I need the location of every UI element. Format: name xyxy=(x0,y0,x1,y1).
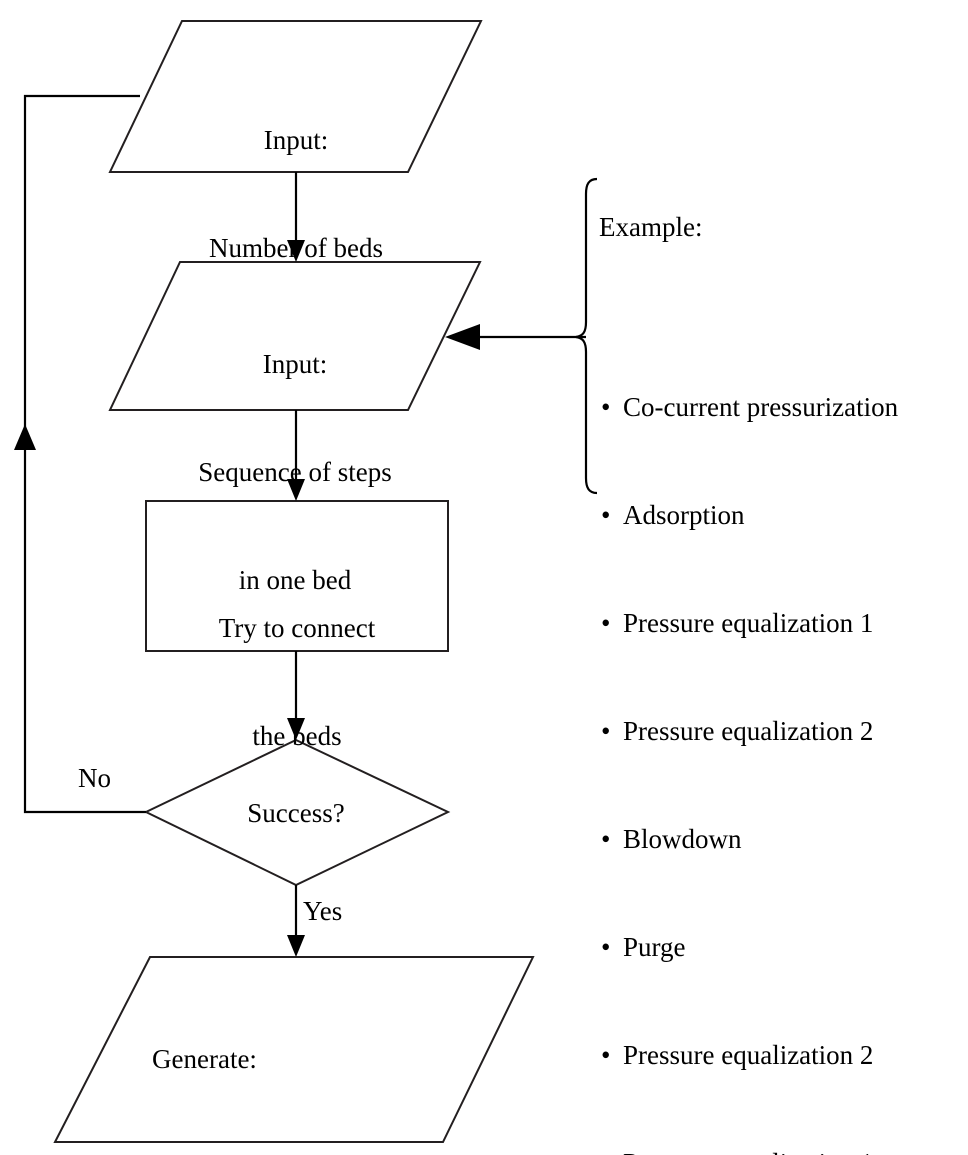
list-item: Pressure equalization 1 xyxy=(599,605,968,641)
node-input-sequence-line2: Sequence of steps xyxy=(198,457,392,487)
node-input-beds-line2: Number of beds xyxy=(209,233,383,263)
list-item: Adsorption xyxy=(599,497,968,533)
example-annotation: Example: Co-current pressurization Adsor… xyxy=(599,137,968,1155)
arrowhead-sequence-to-connect xyxy=(287,479,305,501)
list-item: Blowdown xyxy=(599,821,968,857)
arrowhead-beds-to-sequence xyxy=(287,240,305,262)
arrowhead-connect-to-decision xyxy=(287,718,305,740)
arrowhead-feedback-up xyxy=(14,424,36,450)
list-item: Pressure equalization 1 xyxy=(599,1145,968,1155)
example-heading: Example: xyxy=(599,212,703,242)
node-generate-shape xyxy=(53,956,535,1143)
node-connect-beds-line2: the beds xyxy=(252,721,342,751)
example-curly-brace xyxy=(575,177,598,495)
node-input-sequence-line3: in one bed xyxy=(238,565,352,595)
list-item: Pressure equalization 2 xyxy=(599,1037,968,1073)
edge-label-yes: Yes xyxy=(303,896,343,926)
list-item: Pressure equalization 2 xyxy=(599,713,968,749)
node-generate-heading: Generate: xyxy=(152,1044,257,1074)
arrowhead-example-to-sequence xyxy=(445,324,480,350)
list-item: Purge xyxy=(599,929,968,965)
node-input-beds-line1: Input: xyxy=(263,125,329,155)
node-decision-label: Success? xyxy=(247,798,345,828)
node-input-beds-shape xyxy=(108,20,483,173)
node-generate-label: Generate: Startup task Operate task Conf… xyxy=(150,968,510,1155)
node-connect-beds-shape xyxy=(145,500,449,652)
list-item: Co-current pressurization xyxy=(599,389,968,425)
node-connect-beds-label: Try to connect the beds xyxy=(146,538,448,826)
node-input-sequence-shape xyxy=(108,261,482,411)
node-connect-beds-line1: Try to connect xyxy=(218,613,376,643)
edge-label-no: No xyxy=(78,763,111,793)
edge-decision-no-feedback xyxy=(23,94,146,814)
example-list: Co-current pressurization Adsorption Pre… xyxy=(599,317,968,1155)
node-input-sequence-label: Input: Sequence of steps in one bed xyxy=(145,274,445,670)
node-input-sequence-line1: Input: xyxy=(262,349,328,379)
node-generate-list: Startup task Operate task Configuration … xyxy=(150,1150,510,1155)
arrowhead-decision-yes xyxy=(287,935,305,957)
node-input-beds-label: Input: Number of beds xyxy=(146,50,446,338)
